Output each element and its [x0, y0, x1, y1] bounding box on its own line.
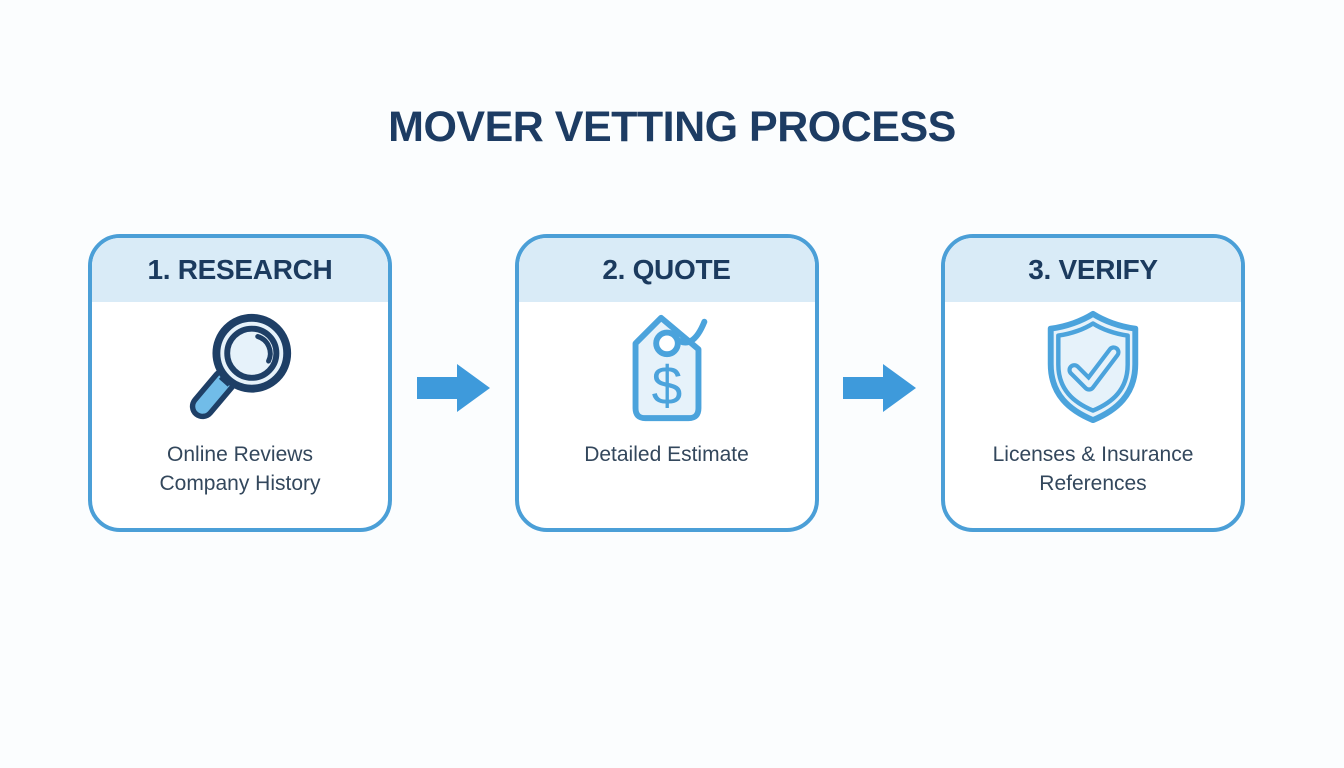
detail-line: Detailed Estimate [584, 443, 749, 466]
step-card-research: 1. RESEARCH Online Reviews Company Hist [88, 234, 392, 532]
step-body: Licenses & Insurance References [945, 302, 1241, 528]
price-tag-icon: $ [608, 308, 726, 426]
step-header-label: 2. QUOTE [602, 254, 731, 285]
right-arrow-icon [416, 364, 490, 412]
page-title: MOVER VETTING PROCESS [388, 103, 956, 151]
process-flow: 1. RESEARCH Online Reviews Company Hist [88, 234, 1245, 532]
step-header: 3. VERIFY [945, 238, 1241, 302]
step-details: Licenses & Insurance References [993, 440, 1194, 498]
detail-line: Company History [159, 472, 321, 495]
step-header: 1. RESEARCH [92, 238, 388, 302]
step-details: Detailed Estimate [584, 440, 749, 469]
step-body: Online Reviews Company History [92, 302, 388, 528]
step-header: 2. QUOTE [518, 238, 815, 302]
step-card-quote: 2. QUOTE $ Detailed Estimate [514, 234, 819, 532]
detail-line: Licenses & Insurance [992, 443, 1194, 466]
step-details: Online Reviews Company History [159, 440, 320, 498]
shield-check-icon [1034, 308, 1152, 426]
detail-line: Online Reviews [167, 443, 313, 466]
detail-line: References [1039, 472, 1147, 495]
right-arrow-icon [843, 364, 917, 412]
step-body: $ Detailed Estimate [519, 302, 815, 528]
svg-text:$: $ [651, 354, 682, 416]
flow-arrow-gap [392, 234, 515, 532]
step-card-verify: 3. VERIFY Licenses & Insurance Reference… [941, 234, 1245, 532]
step-header-label: 3. VERIFY [1028, 254, 1158, 285]
magnifier-icon [181, 308, 299, 426]
step-header-label: 1. RESEARCH [147, 254, 333, 285]
flow-arrow-gap [819, 234, 942, 532]
